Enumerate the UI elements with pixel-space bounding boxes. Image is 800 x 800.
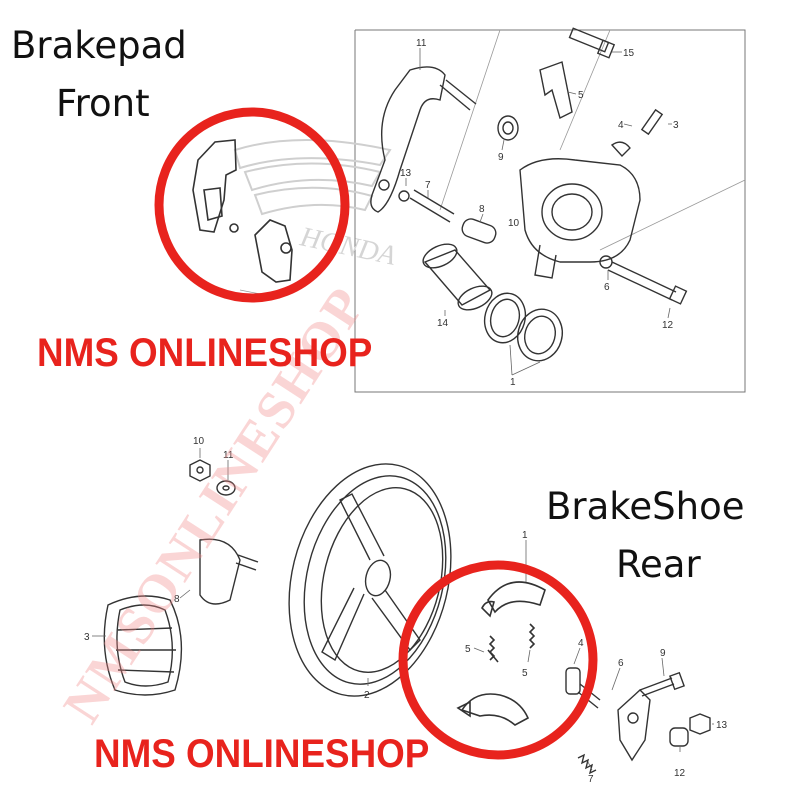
- axle-8: [199, 538, 259, 605]
- boot-8: [461, 218, 497, 244]
- boot-9: [497, 115, 519, 141]
- front-label-line2: Front: [56, 82, 150, 125]
- part-number: 4: [618, 120, 624, 131]
- part-number: 1: [510, 377, 516, 388]
- part-number: 9: [498, 152, 504, 163]
- rear-shop-name: NMS ONLINESHOP: [94, 732, 430, 776]
- collar-12: [669, 727, 689, 747]
- front-highlight-circle: [154, 107, 350, 303]
- front-brake-pads: [192, 139, 293, 283]
- rear-label-line1: BrakeShoe: [546, 485, 745, 528]
- part-number: 7: [588, 774, 594, 785]
- part-number: 5: [465, 644, 471, 655]
- part-number: 15: [623, 48, 635, 59]
- front-part-numbers: 11 15 5 4 3 9 13 7 8 10 6 2 14 12 1: [240, 38, 679, 388]
- part-number: 9: [660, 648, 666, 659]
- spring-7: [577, 753, 597, 775]
- part-number: 12: [662, 320, 674, 331]
- honda-wing-watermark: HONDA: [233, 139, 400, 272]
- piston-14: [422, 243, 493, 311]
- part-number: 2: [364, 690, 370, 701]
- nut-13: [689, 713, 711, 735]
- bolt-9: [639, 671, 685, 697]
- part-number: 8: [174, 594, 180, 605]
- part-number: 8: [479, 204, 485, 215]
- rear-label-line2: Rear: [616, 543, 701, 586]
- part-number: 11: [416, 38, 427, 49]
- part-number: 11: [223, 450, 234, 461]
- pad-spring-5: [539, 61, 573, 120]
- part-number: 6: [604, 282, 610, 293]
- part-number: 7: [425, 180, 431, 191]
- part-number: 12: [674, 768, 686, 779]
- caliper-bracket: [370, 66, 477, 213]
- pin-7: [398, 189, 455, 223]
- part-number: 14: [437, 318, 449, 329]
- bolt-15: [568, 27, 616, 59]
- part-number: 3: [673, 120, 679, 131]
- front-shop-name: NMS ONLINESHOP: [37, 331, 373, 375]
- washer-11: [216, 480, 236, 496]
- brake-arm: [617, 689, 651, 762]
- rear-leader-lines: [92, 448, 714, 771]
- part-number: 13: [716, 720, 728, 731]
- front-caliper-diagram: HONDA: [192, 27, 746, 393]
- drum-3: [103, 595, 183, 696]
- nut-10: [189, 459, 211, 482]
- part-number: 6: [618, 658, 624, 669]
- pin-12: [607, 261, 688, 305]
- honda-logo-text: HONDA: [297, 221, 400, 272]
- part-number: 10: [193, 436, 205, 447]
- part-number: 5: [522, 668, 528, 679]
- bleeder-screw: [610, 108, 664, 158]
- rear-part-numbers: 10 11 8 3 2 1 5 5 4 6 9 7 13 12: [84, 436, 728, 785]
- washer-6: [599, 255, 613, 269]
- rear-brake-shoes: [456, 581, 546, 726]
- rear-wheel-2: [288, 463, 452, 697]
- front-leader-lines: [405, 48, 672, 376]
- part-number: 5: [578, 90, 584, 101]
- caliper-body: [519, 158, 641, 279]
- part-number: 13: [400, 168, 412, 179]
- piston-seals-1: [483, 292, 563, 362]
- part-number: 4: [578, 638, 584, 649]
- front-label-line1: Brakepad: [11, 24, 187, 67]
- rear-highlight-circle: [398, 560, 598, 760]
- part-number: 1: [522, 530, 528, 541]
- part-number: 3: [84, 632, 90, 643]
- part-number: 10: [508, 218, 520, 229]
